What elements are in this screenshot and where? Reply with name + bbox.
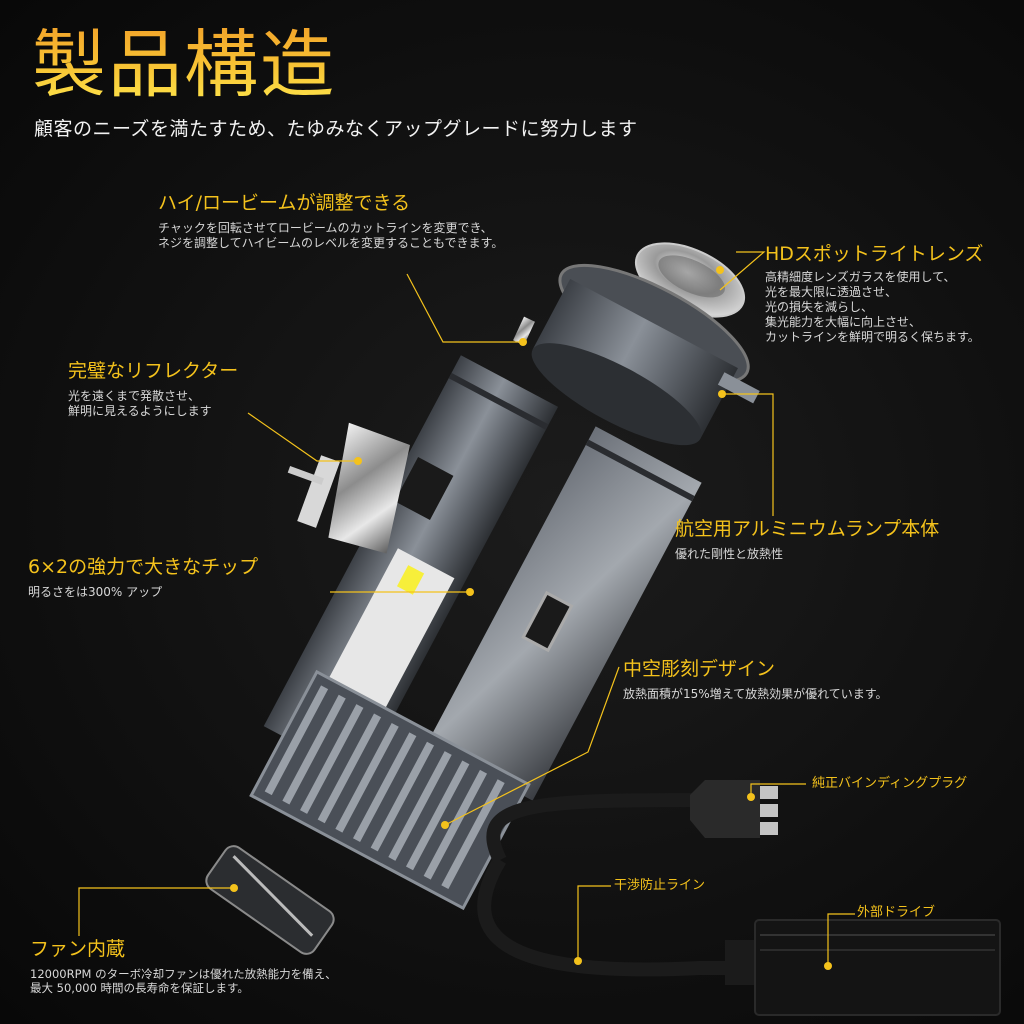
callout-reflector: 完璧なリフレクター 光を遠くまで発散させ、 鮮明に見えるようにします	[68, 362, 238, 419]
heatsink-illustration	[249, 669, 531, 911]
callout-desc-line: ネジを調整してハイビームのレベルを変更することもできます。	[158, 236, 504, 250]
callout-external-driver: 外部ドライブ	[857, 906, 935, 919]
callout-desc-line: 12000RPM のターボ冷却ファンは優れた放熱能力を備え、	[30, 967, 337, 981]
callout-title: 外部ドライブ	[857, 905, 936, 920]
callout-title: 中空彫刻デザイン	[623, 658, 776, 680]
callout-fan: ファン内蔵 12000RPM のターボ冷却ファンは優れた放熱能力を備え、 最大 …	[30, 938, 337, 996]
callout-title: 純正バインディングプラグ	[812, 776, 968, 791]
callout-title: ハイ/ロービームが調整できる	[158, 192, 411, 214]
callout-anti-interference: 干渉防止ライン	[614, 879, 705, 892]
callout-title: ファン内蔵	[30, 938, 126, 960]
callout-leader-lines	[78, 251, 855, 966]
callout-high-low-beam: ハイ/ロービームが調整できる チャックを回転させてロービームのカットラインを変更…	[158, 194, 503, 251]
callout-desc-line: 放熱面積が15%増えて放熱効果が優れています。	[623, 687, 888, 701]
callout-title: 干渉防止ライン	[614, 878, 706, 893]
callout-title: 完璧なリフレクター	[68, 360, 239, 382]
callout-desc-line: 鮮明に見えるようにします	[68, 404, 212, 418]
callout-desc-line: 最大 50,000 時間の長寿命を保証します。	[30, 981, 249, 995]
driver-box-illustration	[725, 919, 1001, 1016]
callout-chip: 6×2の強力で大きなチップ 明るさをは300% アップ	[28, 558, 258, 600]
callout-desc-line: 優れた剛性と放熱性	[675, 547, 784, 561]
callout-title: HDスポットライトレンズ	[765, 243, 984, 265]
page-title: 製品構造	[32, 22, 336, 108]
callout-desc-line: 集光能力を大幅に向上させ、	[765, 315, 922, 329]
callout-aluminium-body: 航空用アルミニウムランプ本体 優れた剛性と放熱性	[675, 520, 939, 562]
callout-plug: 純正バインディングプラグ	[812, 777, 967, 790]
callout-desc-line: 明るさをは300% アップ	[28, 585, 163, 599]
plug-illustration	[690, 780, 778, 838]
callout-desc-line: チャックを回転させてロービームのカットラインを変更でき、	[158, 221, 493, 235]
fan-illustration	[205, 845, 335, 955]
callout-title: 航空用アルミニウムランプ本体	[675, 518, 940, 540]
page-subtitle: 顧客のニーズを満たすため、たゆみなくアップグレードに努力します	[34, 118, 638, 140]
callout-title: 6×2の強力で大きなチップ	[28, 556, 259, 578]
callout-desc-line: 光を最大限に透過させ、	[765, 285, 898, 299]
callout-hollow-design: 中空彫刻デザイン 放熱面積が15%増えて放熱効果が優れています。	[623, 660, 888, 702]
callout-desc-line: 光の損失を減らし、	[765, 300, 874, 314]
callout-anchor-dots	[230, 266, 832, 970]
callout-desc-line: カットラインを鮮明で明るく保ちます。	[765, 330, 980, 344]
callout-hd-spot-lens: HDスポットライトレンズ 高精細度レンズガラスを使用して、 光を最大限に透過させ…	[765, 245, 984, 345]
cap-ring-illustration	[531, 263, 760, 446]
callout-desc-line: 光を遠くまで発散させ、	[68, 389, 201, 403]
callout-desc-line: 高精細度レンズガラスを使用して、	[765, 270, 956, 284]
